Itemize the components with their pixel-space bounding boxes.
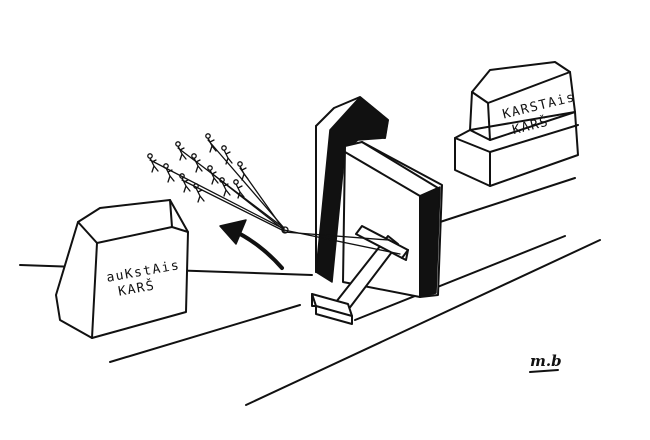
left-pedestal-line2: KARŠ [117,277,157,299]
signature-text: m.b [530,352,562,370]
artist-signature: m.b [529,352,562,373]
direction-arrow [219,219,284,270]
left-pedestal: auKstAis KARŠ [55,199,189,339]
cross-beam [311,225,409,325]
pulling-figures [147,133,249,203]
white-panel [342,141,443,298]
right-pedestal: KARSTAis KARŠ [454,61,579,187]
